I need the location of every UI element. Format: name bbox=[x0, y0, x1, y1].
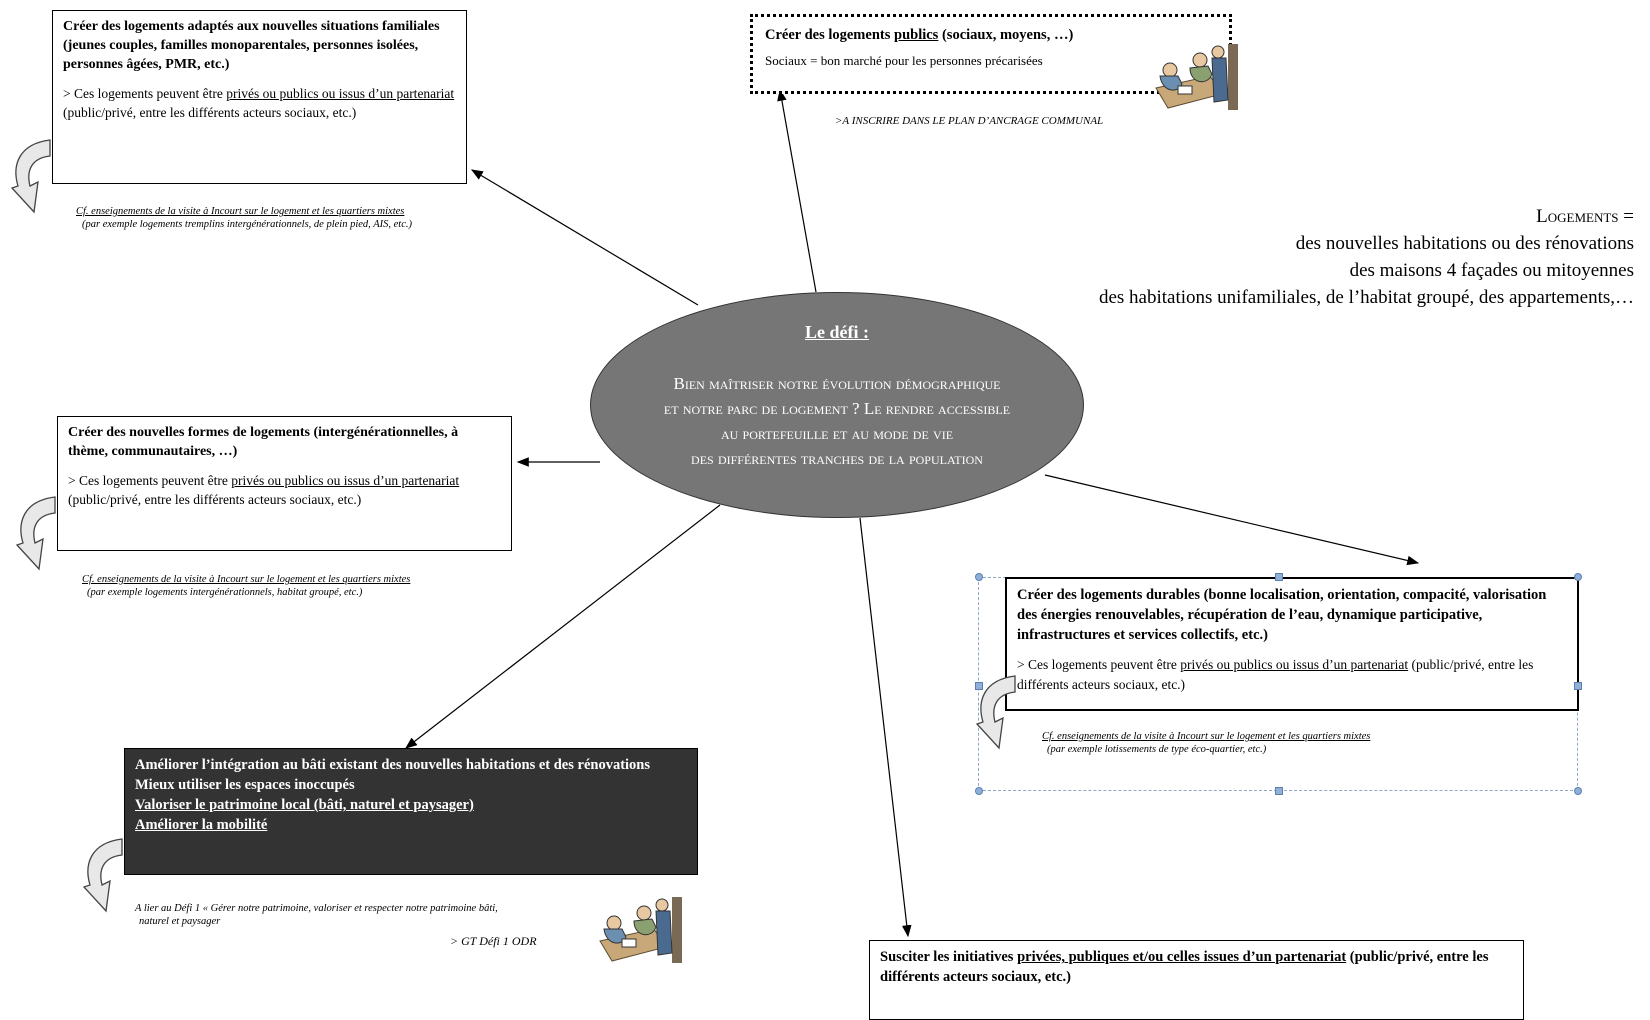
formes-note-line2: (par exemple logements intergénérationne… bbox=[87, 587, 363, 598]
familles-body: > Ces logements peuvent être privés ou p… bbox=[63, 84, 456, 122]
familles-body-pre: > Ces logements peuvent être bbox=[63, 86, 227, 101]
integration-line1: Améliorer l’intégration au bâti existant… bbox=[135, 757, 651, 773]
formes-body-pre: > Ces logements peuvent être bbox=[68, 473, 232, 488]
resize-handle-tm[interactable] bbox=[1275, 573, 1283, 581]
publics-body: Sociaux = bon marché pour les personnes … bbox=[765, 53, 1043, 68]
curved-arrow-icon bbox=[82, 838, 123, 913]
formes-note: Cf. enseignements de la visite à Incourt… bbox=[82, 573, 502, 599]
publics-note: >A INSCRIRE DANS LE PLAN D’ANCRAGE COMMU… bbox=[835, 115, 1104, 127]
familles-title: Créer des logements adaptés aux nouvelle… bbox=[63, 19, 440, 72]
box-logements-familiaux: Créer des logements adaptés aux nouvelle… bbox=[52, 10, 467, 184]
publics-title: Créer des logements publics (sociaux, mo… bbox=[765, 25, 1217, 45]
resize-handle-tl[interactable] bbox=[975, 573, 983, 581]
familles-body-post: (public/privé, entre les différents acte… bbox=[63, 105, 357, 120]
curved-arrow-icon bbox=[10, 139, 51, 214]
publics-title-link: publics bbox=[894, 27, 939, 43]
durables-note-line1: Cf. enseignements de la visite à Incourt… bbox=[1042, 731, 1371, 742]
initiatives-pre: Susciter les initiatives bbox=[880, 949, 1018, 965]
formes-title: Créer des nouvelles formes de logements … bbox=[68, 425, 459, 459]
resize-handle-mr[interactable] bbox=[1574, 682, 1582, 690]
resize-handle-bm[interactable] bbox=[1275, 787, 1283, 795]
integration-line3: Valoriser le patrimoine local (bâti, nat… bbox=[135, 797, 474, 813]
box-initiatives: Susciter les initiatives privées, publiq… bbox=[869, 940, 1524, 1020]
formes-body: > Ces logements peuvent être privés ou p… bbox=[68, 471, 501, 509]
familles-note-line2: (par exemple logements tremplins intergé… bbox=[82, 219, 412, 230]
resize-handle-bl[interactable] bbox=[975, 787, 983, 795]
center-line-1: Bien maîtriser notre évolution démograph… bbox=[673, 374, 1001, 393]
durables-body-link: privés ou publics ou issus d’un partenar… bbox=[1180, 657, 1409, 672]
arrow-to-integration bbox=[405, 504, 721, 749]
publics-title-post: (sociaux, moyens, …) bbox=[938, 27, 1074, 43]
meeting-clipart-icon bbox=[1155, 44, 1238, 110]
curved-arrow-icon bbox=[15, 496, 56, 571]
arrow-to-durables bbox=[1044, 474, 1420, 566]
center-line-4: des différentes tranches de la populatio… bbox=[691, 449, 983, 468]
durables-body: > Ces logements peuvent être privés ou p… bbox=[1017, 655, 1567, 695]
box-logements-durables: Créer des logements durables (bonne loca… bbox=[1005, 577, 1579, 711]
logements-line1: des nouvelles habitations ou des rénovat… bbox=[1295, 233, 1634, 254]
integration-note-line2: naturel et paysager bbox=[139, 916, 221, 927]
publics-title-pre: Créer des logements bbox=[765, 27, 894, 43]
central-challenge-ellipse bbox=[590, 292, 1084, 518]
familles-note: Cf. enseignements de la visite à Incourt… bbox=[76, 205, 476, 231]
arrow-to-publics bbox=[777, 88, 817, 293]
central-challenge-title: Le défi : bbox=[805, 322, 869, 342]
initiatives-link: privées, publiques et/ou celles issues d… bbox=[1017, 949, 1347, 965]
durables-note-line2: (par exemple lotissements de type éco-qu… bbox=[1047, 744, 1267, 755]
center-line-2: et notre parc de logement ? Le rendre ac… bbox=[663, 399, 1011, 418]
logements-line3: des habitations unifamiliales, de l’habi… bbox=[1098, 287, 1634, 308]
initiatives-post: (public/privé, entre les différents acte… bbox=[880, 949, 1489, 985]
familles-note-line1: Cf. enseignements de la visite à Incourt… bbox=[76, 206, 405, 217]
logements-definition: Logements = des nouvelles habitations ou… bbox=[1099, 203, 1634, 311]
durables-note: Cf. enseignements de la visite à Incourt… bbox=[1042, 730, 1482, 756]
formes-note-line1: Cf. enseignements de la visite à Incourt… bbox=[82, 574, 411, 585]
resize-handle-br[interactable] bbox=[1574, 787, 1582, 795]
meeting-clipart-icon bbox=[599, 897, 682, 963]
formes-body-link: privés ou publics ou issus d’un partenar… bbox=[231, 473, 460, 488]
durables-body-post: (public/privé, entre les différents acte… bbox=[1017, 657, 1534, 692]
curved-arrow-icon bbox=[975, 675, 1016, 750]
integration-gt-note: > GT Défi 1 ODR bbox=[450, 934, 537, 948]
center-line-3: au portefeuille et au mode de vie bbox=[720, 424, 954, 443]
durables-body-pre: > Ces logements peuvent être bbox=[1017, 657, 1181, 672]
resize-handle-tr[interactable] bbox=[1574, 573, 1582, 581]
integration-note-line1: A lier au Défi 1 « Gérer notre patrimoin… bbox=[135, 903, 498, 914]
logements-line2: des maisons 4 façades ou mitoyennes bbox=[1349, 260, 1634, 281]
arrow-to-initiatives bbox=[859, 517, 912, 938]
familles-body-link: privés ou publics ou issus d’un partenar… bbox=[226, 86, 455, 101]
arrow-to-familles bbox=[470, 169, 699, 306]
integration-line2: Mieux utiliser les espaces inoccupés bbox=[135, 777, 355, 793]
resize-handle-ml[interactable] bbox=[975, 682, 983, 690]
durables-title: Créer des logements durables (bonne loca… bbox=[1017, 587, 1547, 643]
box-nouvelles-formes: Créer des nouvelles formes de logements … bbox=[57, 416, 512, 551]
box-integration-bati: Améliorer l’intégration au bâti existant… bbox=[124, 748, 698, 875]
integration-note: A lier au Défi 1 « Gérer notre patrimoin… bbox=[135, 902, 585, 928]
central-challenge-text: Bien maîtriser notre évolution démograph… bbox=[585, 371, 1089, 471]
integration-line4: Améliorer la mobilité bbox=[135, 817, 268, 833]
formes-body-post: (public/privé, entre les différents acte… bbox=[68, 492, 362, 507]
logements-heading: Logements = bbox=[1536, 206, 1634, 227]
